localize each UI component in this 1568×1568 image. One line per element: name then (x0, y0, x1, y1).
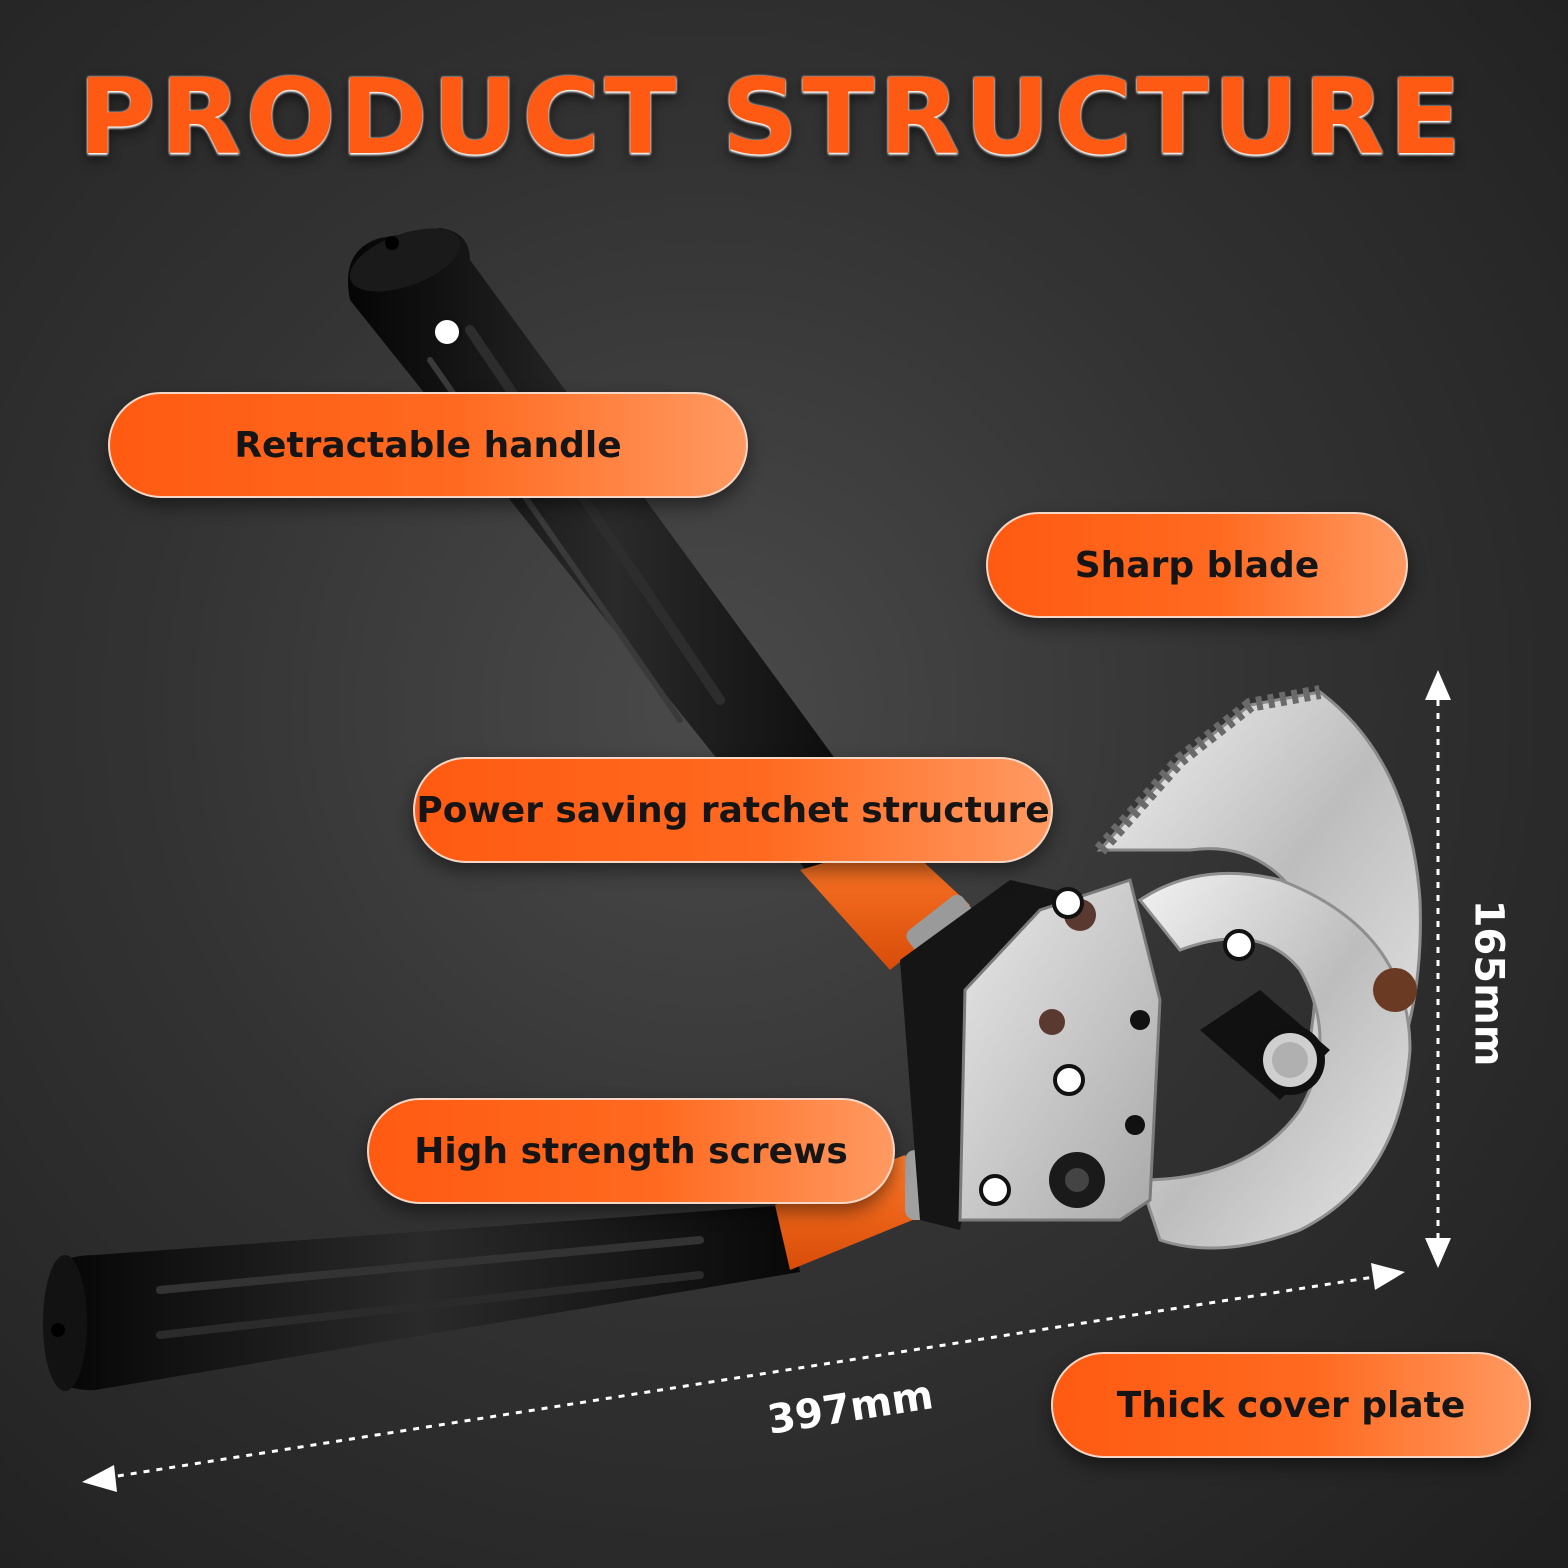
cover-plate (958, 878, 1417, 1222)
page-title: PRODUCT STRUCTURE (78, 56, 1466, 178)
label-thick-cover-plate: Thick cover plate (1051, 1352, 1531, 1458)
white-dot-icon (431, 316, 463, 348)
arrow-up-icon (1425, 670, 1451, 700)
label-retractable-handle-text: Retractable handle (234, 424, 622, 466)
frame-body (900, 880, 1100, 1230)
upper-collar (800, 840, 974, 970)
label-retractable-handle: Retractable handle (108, 392, 748, 498)
label-high-strength-screws: High strength screws (367, 1098, 895, 1204)
height-dimension-label: 165mm (1465, 899, 1512, 1067)
white-dot-icon (979, 1174, 1011, 1206)
label-ratchet-structure-text: Power saving ratchet structure (416, 789, 1050, 831)
lower-handle (43, 1205, 800, 1391)
white-dot-icon (1052, 887, 1084, 919)
lower-jaw (1137, 871, 1412, 1250)
arrow-down-icon (1425, 1238, 1451, 1268)
label-ratchet-structure: Power saving ratchet structure (413, 757, 1053, 863)
length-dimension-line (82, 1263, 1405, 1492)
label-sharp-blade: Sharp blade (986, 512, 1408, 618)
hotspot-dots (431, 316, 1255, 1206)
label-thick-cover-plate-text: Thick cover plate (1116, 1384, 1466, 1426)
white-dot-icon (1053, 1064, 1085, 1096)
height-dimension-line (1425, 670, 1451, 1268)
arrow-right-icon (1371, 1263, 1405, 1290)
white-dot-icon (1223, 929, 1255, 961)
cable-section (1200, 990, 1330, 1100)
label-sharp-blade-text: Sharp blade (1074, 544, 1320, 586)
label-high-strength-screws-text: High strength screws (414, 1130, 848, 1172)
arrow-left-icon (82, 1465, 117, 1492)
